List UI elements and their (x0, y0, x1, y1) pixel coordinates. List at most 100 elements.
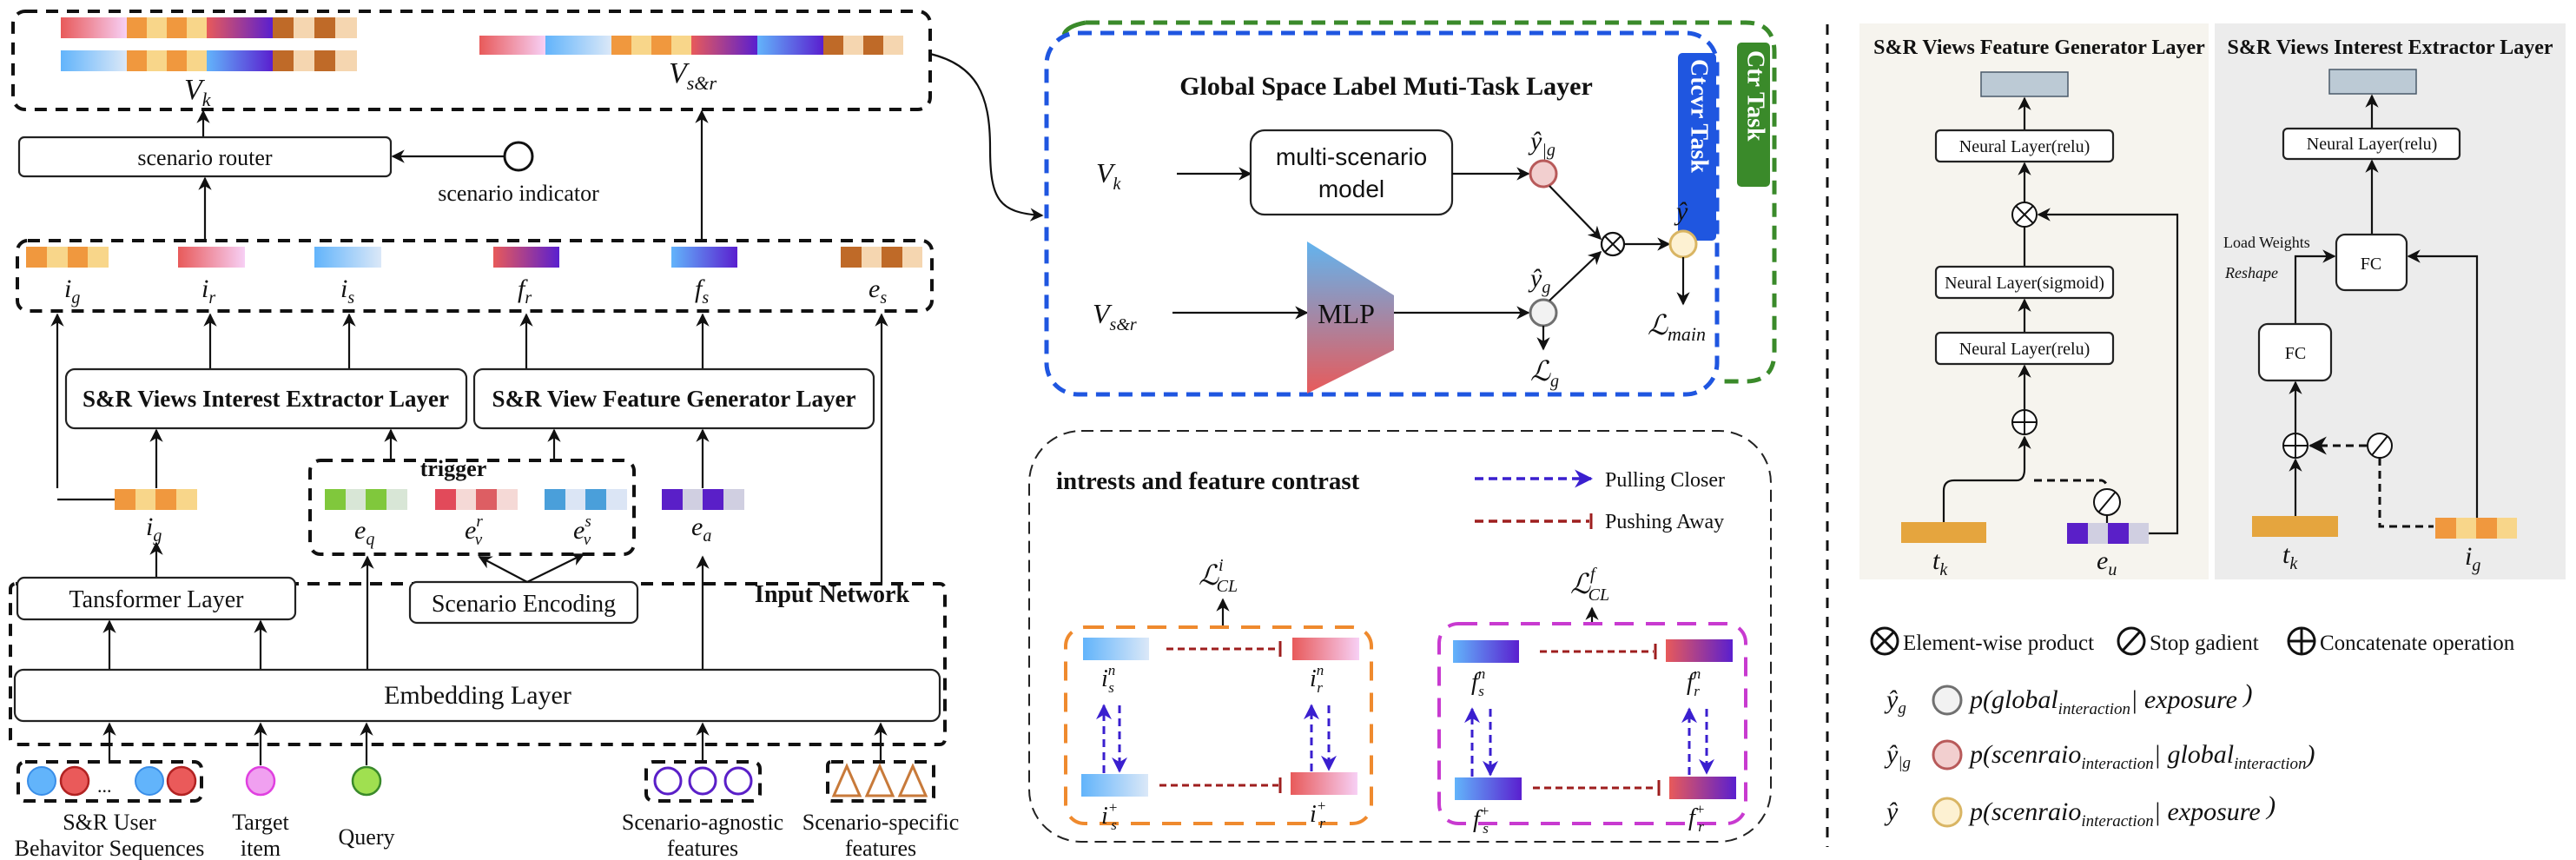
ellipsis: ... (97, 775, 112, 797)
interest-contrast-group (1064, 625, 1373, 825)
feature-generator-panel (1859, 23, 2209, 579)
reshape-label: Reshape (2224, 264, 2278, 281)
neural-layer-relu-interest (2282, 127, 2461, 161)
behavior-item-icon (27, 766, 56, 796)
interest-extractor-panel (2215, 23, 2566, 579)
fs-plus-vector (1455, 777, 1522, 800)
eu-vector (2067, 523, 2149, 544)
ctcvr-task-badge (1678, 53, 1716, 241)
legend-prob-expression: p(globalinteraction| exposure ) (1968, 679, 2253, 718)
ea-vector (662, 489, 744, 510)
rep-label-fs: fs (695, 275, 709, 308)
mlp-block (1307, 241, 1394, 394)
neural-layer-sigmoid-label: Neural Layer(sigmoid) (1945, 274, 2104, 293)
behavior-item-icon (59, 765, 90, 797)
rep-label-fr: fr (518, 275, 532, 308)
push-arrows (1159, 641, 1661, 796)
scenario-encoding-label: Scenario Encoding (432, 591, 616, 618)
input-label: Behavitor Sequences (15, 836, 205, 860)
pulling-closer-label: Pulling Closer (1605, 469, 1725, 492)
tk-label: tk (1932, 546, 1948, 579)
arrow-enc-to-evs (526, 553, 585, 583)
feature-panel-title: S&R Views Feature Generator Layer (1873, 36, 2205, 59)
fs-n-vector (1453, 640, 1519, 663)
tk-vector (1901, 522, 1986, 543)
y-given-g-label: ŷ|g (1528, 127, 1556, 160)
pull-arrows (1096, 704, 1714, 777)
legend-prob-symbol: ŷg (1884, 685, 1906, 718)
transformer-layer-box (16, 576, 297, 621)
y-g-label: ŷg (1528, 264, 1550, 297)
concatenate-icon (2287, 626, 2316, 656)
is-plus-vector (1081, 774, 1148, 797)
model-label-line2: model (1318, 175, 1384, 202)
concatenate-icon (2011, 409, 2038, 435)
neural-layer-sigmoid (1934, 265, 2115, 300)
embedding-layer-box (13, 668, 941, 723)
input-label: Scenario-agnostic (622, 810, 783, 835)
vk-label: Vk (184, 74, 212, 110)
element-wise-product-icon (1600, 231, 1626, 257)
contrast-vectors (1081, 638, 1736, 800)
stop-gradient-icon (2117, 626, 2146, 656)
interest-extractor-layer-box (64, 367, 468, 430)
legend-prob-expression: p(scenraiointeraction| exposure ) (1968, 791, 2275, 830)
agnostic-feature-icon (688, 766, 717, 796)
fc-bottom-box (2257, 322, 2333, 382)
arrow-ig-to-fc (2407, 249, 2479, 518)
fc-top-label: FC (2361, 255, 2381, 274)
scenario-agnostic-group (644, 760, 762, 803)
model-label-line1: multi-scenario (1276, 143, 1427, 170)
legend-prob-symbol: ŷ (1884, 797, 1899, 826)
global-vsr-label: Vs&r (1093, 298, 1137, 334)
scenario-indicator-label: scenario indicator (438, 181, 599, 206)
rep-label-ir: ir (201, 275, 215, 308)
pushing-away-label: Pushing Away (1605, 511, 1724, 533)
y-hat-label: ŷ (1674, 197, 1688, 226)
behavior-item-icon (135, 766, 164, 796)
interest-extractor-layer-label: S&R Views Interest Extractor Layer (83, 386, 449, 412)
embedding-layer-label: Embedding Layer (384, 681, 571, 710)
feature-generator-layer-label: S&R View Feature Generator Layer (492, 386, 856, 412)
arrow-tk-to-concat (1942, 435, 2031, 522)
ctr-task-border (1086, 20, 1777, 384)
arrow-enc-to-evr (478, 556, 528, 583)
fr-n-vector (1666, 639, 1733, 662)
arrow-fc-load-weights (2294, 249, 2336, 324)
concatenate-icon (2282, 433, 2308, 459)
scenario-encoding-box (408, 580, 639, 625)
mlp-label: MLP (1318, 298, 1375, 329)
ctr-task-label: Ctr Task (1742, 50, 1769, 142)
ctcvr-task-border (1044, 30, 1720, 397)
legend-prob-node-icon (1932, 797, 1963, 828)
legend-prob-expression: p(scenraiointeraction| globalinteraction… (1968, 740, 2315, 773)
scenario-router-label: scenario router (137, 145, 273, 170)
behavior-item-icon (166, 765, 197, 797)
input-label: features (845, 836, 916, 860)
trigger-label: eq (354, 516, 374, 549)
input-label: Target (232, 810, 289, 835)
input-label: Scenario-specific (803, 810, 959, 835)
scenario-indicator-icon (503, 141, 534, 172)
agnostic-feature-icon (653, 766, 683, 796)
dashed-stop-gradient-path (2034, 479, 2109, 489)
rep-vectors (26, 247, 922, 268)
vk-vector-row-1 (61, 17, 357, 38)
legend-prob-symbol: ŷ|g (1884, 740, 1911, 772)
fr-plus-vector (1669, 777, 1736, 799)
multi-scenario-model-box (1249, 129, 1454, 216)
y-hat-node (1668, 229, 1698, 259)
representations-box (16, 239, 934, 313)
query-icon (351, 765, 382, 797)
arrow-ygc-to-product (1549, 185, 1602, 241)
trigger-title: trigger (420, 456, 487, 481)
ig-label: ig (146, 513, 162, 546)
loss-main-label: ℒmain (1648, 309, 1706, 345)
contrast-node-label: i+s (1101, 799, 1118, 833)
ctr-task-border-corner (1061, 20, 1087, 36)
neural-layer-relu-interest-label: Neural Layer(relu) (2307, 135, 2437, 154)
